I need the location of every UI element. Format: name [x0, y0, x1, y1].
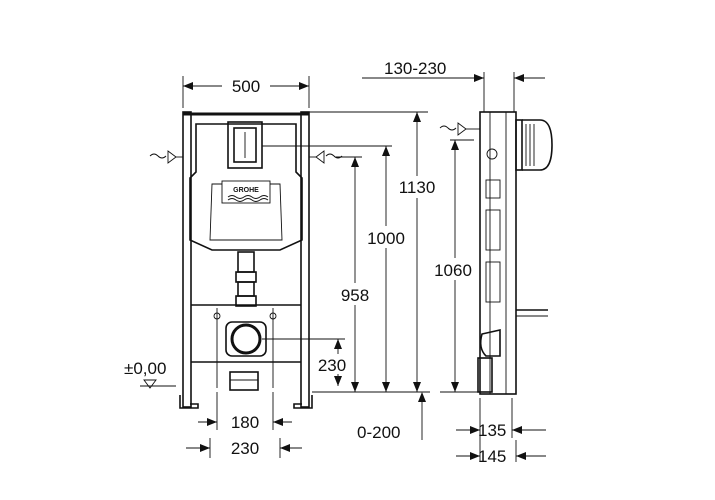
front-dimensions: 500 180 230 ±0,00 230	[124, 76, 443, 458]
side-valve	[486, 148, 498, 160]
dim-depth-145: 145	[478, 447, 506, 466]
side-flush-cover	[522, 119, 553, 171]
dim-depth-135: 135	[478, 421, 506, 440]
dim-floor-offset: 0-200	[357, 423, 400, 442]
grohe-logo: GROHE	[221, 180, 271, 204]
side-waste-pipe	[477, 357, 493, 393]
frame-foot-right	[293, 395, 313, 409]
dim-height-1060: 1060	[434, 261, 472, 280]
fixing-hole	[213, 312, 221, 320]
frame-right-post	[300, 111, 310, 408]
side-dimensions: 130-230 1060 135 145	[362, 59, 546, 466]
floor-level-marker	[143, 379, 157, 389]
dim-bottom-230: 230	[231, 439, 259, 458]
side-frame-profile	[479, 111, 517, 395]
side-flush-plate	[515, 119, 523, 171]
frame-left-post	[182, 111, 192, 408]
floor-level-label: ±0,00	[124, 359, 166, 378]
frame-foot-left	[179, 395, 199, 409]
waste-outlet	[230, 323, 262, 355]
cistern	[189, 123, 303, 251]
flush-pipe-collar	[235, 271, 257, 283]
side-waste-elbow	[479, 329, 501, 357]
front-view: GROHE	[149, 111, 343, 409]
flush-plate-inner	[233, 127, 257, 163]
dim-bottom-180: 180	[231, 413, 259, 432]
flush-pipe-elbow	[235, 295, 257, 307]
svg-text:GROHE: GROHE	[233, 187, 259, 194]
flush-pipe-upper	[237, 251, 255, 273]
dim-total-height: 1130	[399, 178, 436, 197]
water-inlet-right	[309, 150, 343, 164]
side-view	[439, 72, 553, 395]
dim-height-230: 230	[318, 356, 346, 375]
dim-wall-depth: 130-230	[384, 59, 446, 78]
dim-height-958: 958	[341, 286, 369, 305]
water-inlet-left	[149, 150, 183, 164]
fixing-hole	[269, 312, 277, 320]
dim-height-1000: 1000	[367, 229, 405, 248]
flush-pipe-lower	[237, 281, 255, 297]
flush-plate-outer	[227, 121, 263, 169]
waste-spigot	[229, 371, 259, 391]
dim-frame-width: 500	[232, 77, 260, 96]
